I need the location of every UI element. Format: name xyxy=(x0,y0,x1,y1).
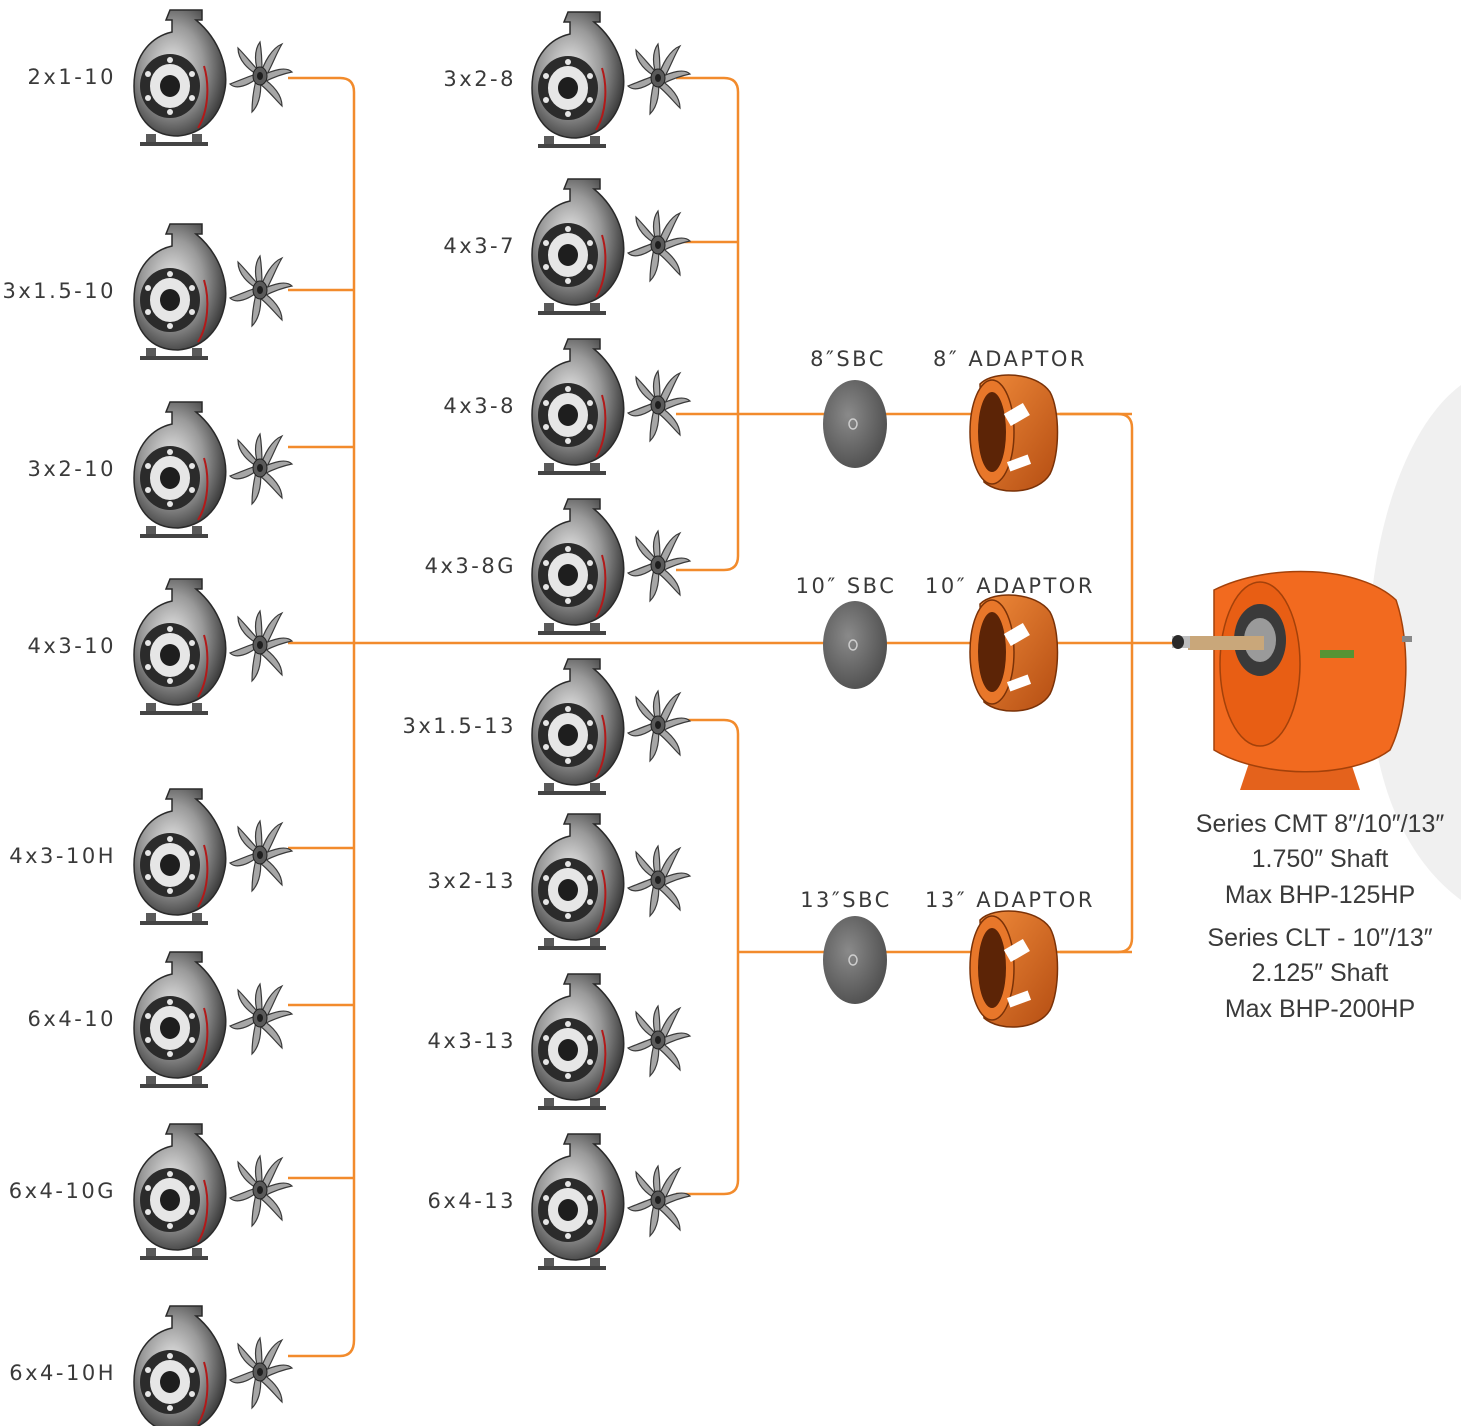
pump-col1-5: 6x4-10 xyxy=(28,951,293,1089)
pump-casing-icon xyxy=(531,1133,625,1271)
pump-col1-0: 2x1-10 xyxy=(28,9,293,147)
sbc-13-label: 13″SBC xyxy=(800,888,892,912)
stuffing-box-cover-icon xyxy=(822,600,888,690)
pump-casing-icon xyxy=(133,1123,227,1261)
pump-size-label: 3x1.5-13 xyxy=(403,714,517,738)
pump-col1-3: 4x3-10 xyxy=(28,578,293,716)
bus-13 xyxy=(676,718,740,1196)
pump-size-label: 4x3-8G xyxy=(425,554,516,578)
impeller-icon xyxy=(627,1165,691,1237)
pump-col1-2: 3x2-10 xyxy=(28,401,293,539)
pump-col1-6: 6x4-10G xyxy=(9,1123,293,1261)
col1-bus xyxy=(288,76,356,1358)
bus-8 xyxy=(676,76,740,572)
pump-size-label: 3x2-8 xyxy=(443,67,516,91)
pump-size-label: 6x4-10 xyxy=(28,1007,116,1031)
adaptor-icon xyxy=(969,910,1059,1028)
pump-size-label: 6x4-10G xyxy=(9,1179,116,1203)
pump-casing-icon xyxy=(531,11,625,149)
pump-13-2: 4x3-13 xyxy=(428,973,691,1111)
impeller-icon xyxy=(229,820,293,892)
pump-size-label: 2x1-10 xyxy=(28,65,116,89)
pump-col1-4: 4x3-10H xyxy=(9,788,293,926)
collector xyxy=(1060,412,1134,954)
adaptor-icon xyxy=(969,594,1059,712)
pump-size-label: 4x3-13 xyxy=(428,1029,516,1053)
sbc-8-label: 8″SBC xyxy=(810,347,886,371)
frame-specs: Series CMT 8″/10″/13″ 1.750″ Shaft Max B… xyxy=(1196,810,1445,1023)
pump-size-label: 4x3-10H xyxy=(9,844,116,868)
stuffing-box-cover-icon xyxy=(822,915,888,1005)
pump-size-label: 6x4-10H xyxy=(9,1361,116,1385)
impeller-icon xyxy=(229,433,293,505)
pump-casing-icon xyxy=(133,223,227,361)
sbc-10-label: 10″ SBC xyxy=(796,574,897,598)
pump-13-3: 6x4-13 xyxy=(428,1133,691,1271)
cmt-series-label: Series CMT 8″/10″/13″ xyxy=(1196,810,1445,838)
pump-size-label: 4x3-10 xyxy=(28,634,116,658)
pump-size-label: 3x2-10 xyxy=(28,457,116,481)
impeller-icon xyxy=(229,255,293,327)
pump-casing-icon xyxy=(133,9,227,147)
pump-size-label: 4x3-7 xyxy=(443,234,516,258)
impeller-icon xyxy=(627,1005,691,1077)
stuffing-box-cover-icon xyxy=(822,379,888,469)
clt-bhp-label: Max BHP-200HP xyxy=(1225,995,1415,1023)
pump-casing-icon xyxy=(133,788,227,926)
pump-casing-icon xyxy=(531,658,625,796)
pump-13-1: 3x2-13 xyxy=(428,813,691,951)
pump-casing-icon xyxy=(133,401,227,539)
adaptor-13-label: 13″ ADAPTOR xyxy=(925,888,1095,912)
impeller-icon xyxy=(627,690,691,762)
pump-casing-icon xyxy=(531,338,625,476)
pump-8-1: 4x3-7 xyxy=(443,178,691,316)
pump-size-label: 4x3-8 xyxy=(443,394,516,418)
components: 2x1-10 3x1.5-10 3x2-10 4x3-10 4x3-10H 6x4-10 6… xyxy=(3,9,1059,1426)
pump-size-label: 3x2-13 xyxy=(428,869,516,893)
pump-casing-icon xyxy=(133,1305,227,1426)
pump-8-3: 4x3-8G xyxy=(425,498,691,636)
impeller-icon xyxy=(229,610,293,682)
clt-series-label: Series CLT - 10″/13″ xyxy=(1207,924,1432,952)
impeller-icon xyxy=(229,983,293,1055)
pump-size-label: 6x4-13 xyxy=(428,1189,516,1213)
pump-casing-icon xyxy=(531,973,625,1111)
pump-casing-icon xyxy=(531,178,625,316)
pump-col1-1: 3x1.5-10 xyxy=(3,223,293,361)
clt-shaft-label: 2.125″ Shaft xyxy=(1252,959,1389,987)
impeller-icon xyxy=(229,41,293,113)
pump-casing-icon xyxy=(133,951,227,1089)
pump-8-2: 4x3-8 xyxy=(443,338,691,476)
cmt-bhp-label: Max BHP-125HP xyxy=(1225,881,1415,909)
impeller-icon xyxy=(229,1155,293,1227)
adaptor-10-label: 10″ ADAPTOR xyxy=(925,574,1095,598)
pump-casing-icon xyxy=(133,578,227,716)
pump-casing-icon xyxy=(531,498,625,636)
pump-casing-icon xyxy=(531,813,625,951)
pump-col1-7: 6x4-10H xyxy=(9,1305,293,1426)
impeller-icon xyxy=(627,370,691,442)
adaptor-icon xyxy=(969,374,1059,492)
impeller-icon xyxy=(627,210,691,282)
pump-8-0: 3x2-8 xyxy=(443,11,691,149)
stage-labels: 8″SBC 8″ ADAPTOR 10″ SBC 10″ ADAPTOR 13″… xyxy=(796,347,1095,912)
pump-13-0: 3x1.5-13 xyxy=(403,658,691,796)
cmt-shaft-label: 1.750″ Shaft xyxy=(1252,845,1389,873)
watermark-shape xyxy=(1368,385,1461,900)
impeller-icon xyxy=(627,845,691,917)
pump-size-label: 3x1.5-10 xyxy=(3,279,117,303)
adaptor-8-label: 8″ ADAPTOR xyxy=(933,347,1087,371)
impeller-icon xyxy=(229,1337,293,1409)
impeller-icon xyxy=(627,530,691,602)
bearing-frame-icon xyxy=(1172,570,1412,790)
